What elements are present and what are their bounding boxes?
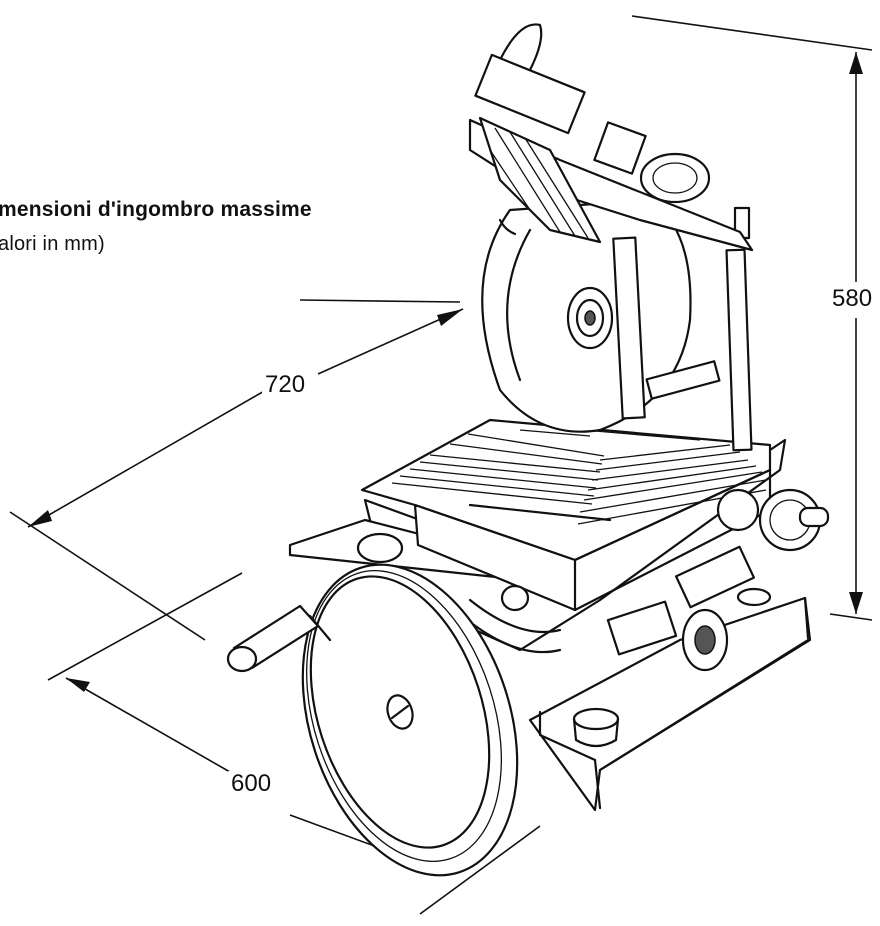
feet bbox=[572, 587, 772, 748]
side-knob bbox=[356, 532, 404, 564]
dimension-label-width: 600 bbox=[228, 771, 275, 797]
carriage bbox=[360, 418, 772, 612]
dimension-label-depth: 720 bbox=[262, 372, 309, 398]
caption-title: mensioni d'ingombro massime bbox=[0, 198, 312, 221]
pusher-teeth bbox=[489, 127, 589, 239]
posts bbox=[612, 206, 753, 452]
dimension-label-height: 580 bbox=[832, 285, 873, 312]
handwheel-grip bbox=[226, 604, 332, 673]
grill-pattern bbox=[391, 427, 767, 525]
side-mechanism bbox=[606, 488, 830, 672]
top-arm bbox=[468, 23, 754, 252]
handwheel bbox=[226, 563, 519, 877]
base-block bbox=[528, 596, 812, 812]
caption-units: alori in mm) bbox=[0, 233, 105, 255]
dimension-720 bbox=[9, 299, 464, 641]
dimension-580 bbox=[631, 15, 873, 621]
